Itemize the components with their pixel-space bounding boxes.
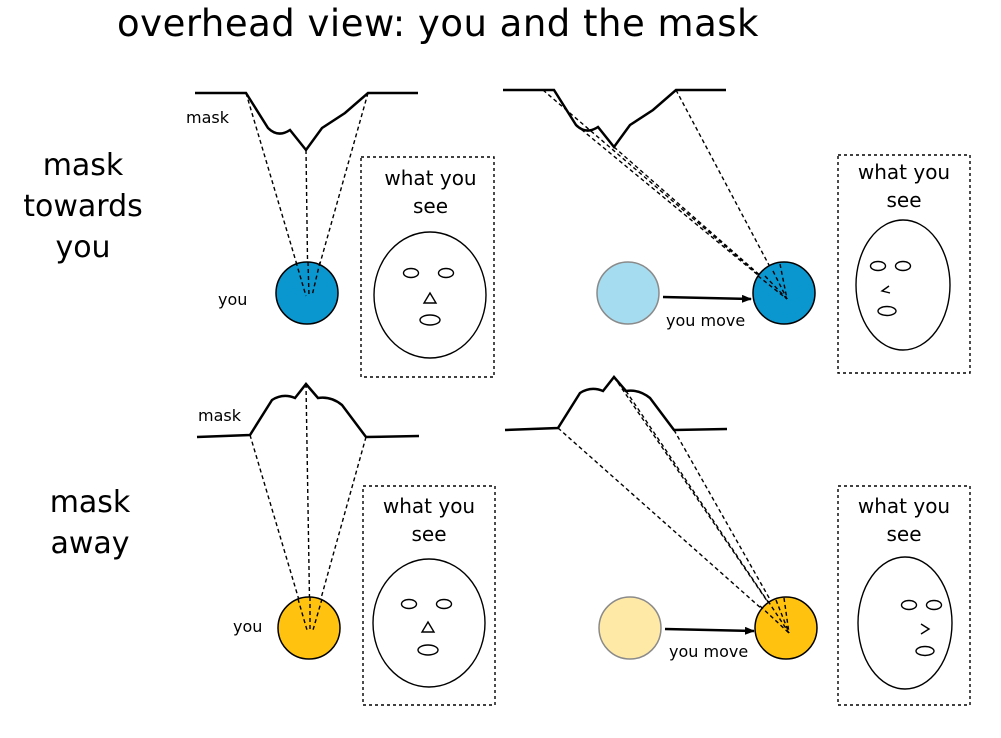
sight-lines-inside	[297, 597, 323, 631]
mask-label-top: mask	[186, 108, 229, 127]
mask-profile	[196, 382, 420, 439]
mask-profile	[504, 375, 728, 432]
face-front	[373, 231, 487, 359]
mask-label-bottom: mask	[198, 406, 241, 425]
row-label-line: mask	[49, 485, 131, 520]
what-you-see-box	[360, 156, 495, 378]
you-circle-after-move	[754, 596, 818, 660]
sight-lines-inside	[759, 597, 790, 634]
you-label-top: you	[218, 290, 248, 309]
mask-profile	[503, 88, 726, 150]
what-you-see-label: what you see	[384, 166, 477, 218]
sight-lines	[542, 89, 788, 300]
row-label-line: mask	[42, 148, 124, 183]
you-circle	[275, 261, 339, 325]
what-you-see-label: what you see	[382, 494, 476, 546]
what-you-see-label: what you see	[857, 494, 951, 546]
row-label-line: you	[55, 230, 111, 265]
face-turned	[857, 556, 953, 690]
sight-lines	[557, 376, 790, 634]
row-label-line: away	[50, 526, 130, 561]
sight-lines	[249, 383, 367, 631]
sight-lines-inside	[757, 263, 788, 300]
you-move-label-top: you move	[666, 311, 746, 330]
you-move-label-bottom: you move	[669, 642, 749, 661]
face-turned	[855, 219, 951, 351]
what-you-see-label: what you see	[857, 160, 951, 212]
face-front	[372, 558, 486, 688]
page-title: overhead view: you and the mask	[117, 2, 759, 45]
move-arrow	[664, 626, 755, 635]
you-label-bottom: you	[233, 617, 263, 636]
you-circle	[277, 596, 341, 660]
move-arrow	[662, 294, 752, 303]
row-label-line: towards	[23, 189, 143, 224]
you-circle-before-move	[596, 261, 660, 325]
mask-profile	[195, 91, 418, 153]
row-label-mask-towards-you: mask towards you	[0, 145, 166, 268]
row-label-mask-away: mask away	[0, 482, 180, 564]
what-you-see-box	[362, 485, 496, 706]
what-you-see-box	[837, 485, 971, 706]
you-circle-before-move	[598, 596, 662, 660]
sight-lines-inside	[295, 261, 321, 297]
what-you-see-box	[837, 154, 971, 374]
